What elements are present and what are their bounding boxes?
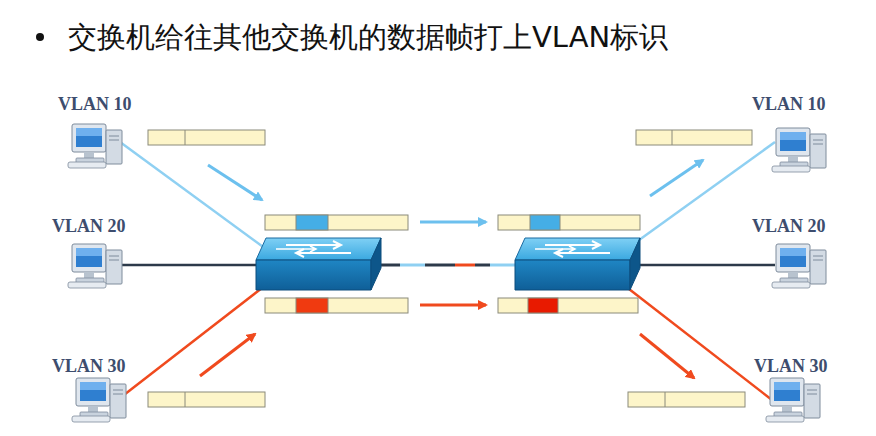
vlan-label: VLAN 10 (58, 94, 132, 115)
vlan-label: VLAN 20 (52, 216, 126, 237)
vlan-label: VLAN 20 (752, 216, 826, 237)
slide-title: 交换机给往其他交换机的数据帧打上VLAN标识 (68, 18, 668, 58)
vlan-label: VLAN 30 (52, 356, 126, 377)
vlan-label: VLAN 30 (754, 356, 828, 377)
vlan-label: VLAN 10 (752, 94, 826, 115)
